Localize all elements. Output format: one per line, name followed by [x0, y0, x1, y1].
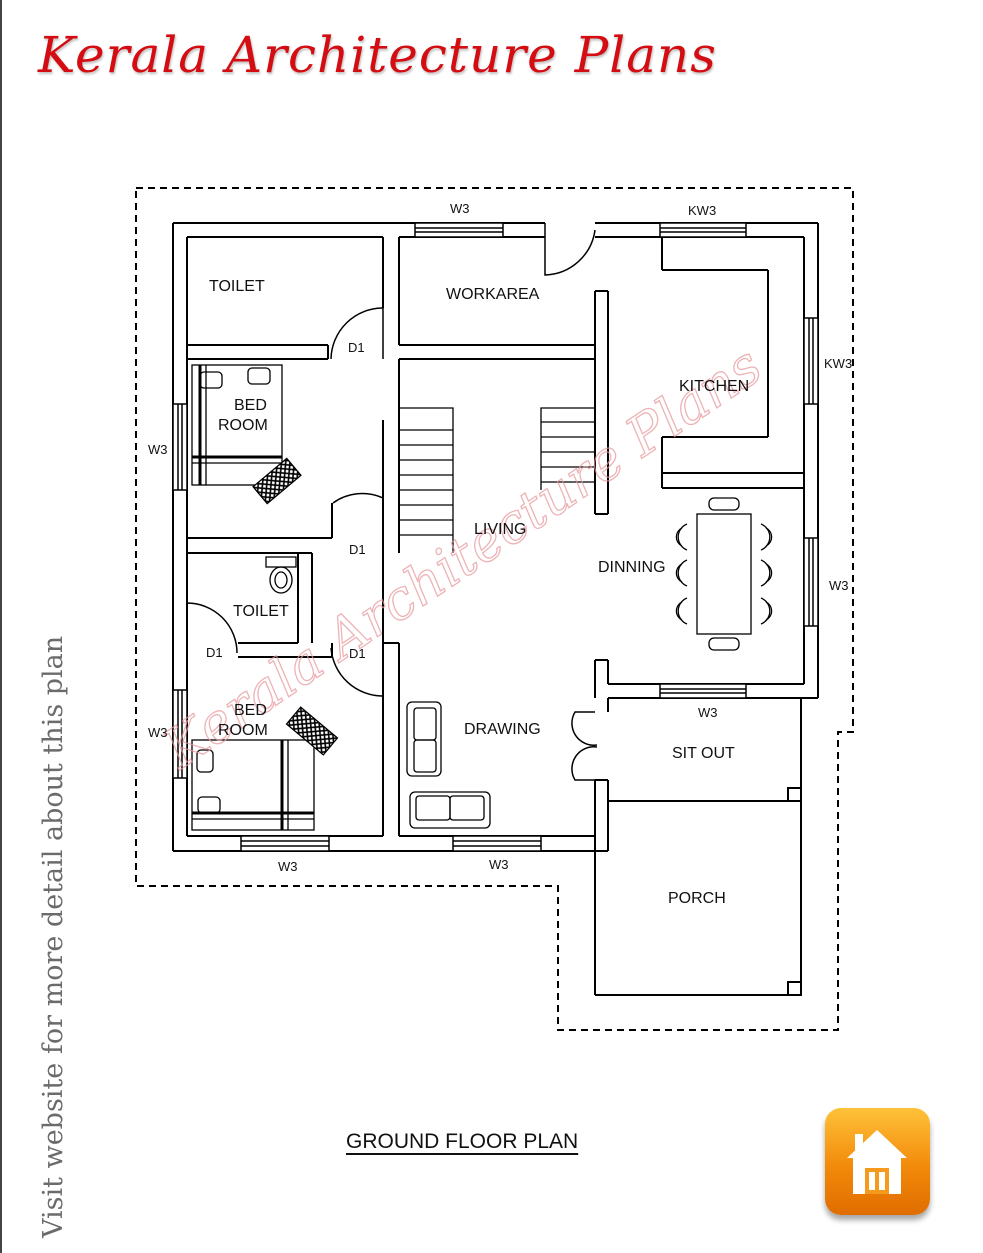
doors — [186, 223, 598, 781]
label-window-sitout: W3 — [698, 705, 718, 720]
label-sit-out: SIT OUT — [672, 745, 735, 762]
label-window-right: W3 — [829, 578, 849, 593]
home-button[interactable] — [825, 1108, 930, 1215]
label-window-left-1: W3 — [148, 442, 168, 457]
label-bedroom-2-line-1: BED — [234, 702, 267, 719]
brand-logo: Kerala Architecture Plans — [38, 26, 717, 84]
label-window-bottom-1: W3 — [278, 859, 298, 874]
label-toilet-2: TOILET — [233, 603, 289, 620]
label-kitchen-window-right: KW3 — [824, 356, 852, 371]
label-toilet-1: TOILET — [209, 278, 265, 295]
label-dinning: DINNING — [598, 559, 666, 576]
dining-table — [675, 497, 773, 651]
label-door-toilet-2: D1 — [206, 645, 223, 660]
label-workarea: WORKAREA — [446, 286, 540, 303]
label-kitchen-window-top: KW3 — [688, 203, 716, 218]
label-window-left-2: W3 — [148, 725, 168, 740]
label-porch: PORCH — [668, 890, 726, 907]
label-bedroom-2-line-2: ROOM — [218, 722, 268, 739]
staircase — [399, 407, 595, 553]
sofa-set — [406, 701, 491, 829]
label-bedroom-1-line-2: ROOM — [218, 417, 268, 434]
label-living: LIVING — [474, 521, 526, 538]
page-frame-border — [0, 0, 2, 1253]
toilet-fixture — [265, 556, 297, 594]
label-window-bottom-2: W3 — [489, 857, 509, 872]
label-door-bedroom-1: D1 — [349, 542, 366, 557]
bed-1 — [191, 364, 302, 505]
label-kitchen: KITCHEN — [679, 378, 749, 395]
plan-title: GROUND FLOOR PLAN — [346, 1130, 579, 1153]
windows — [172, 222, 819, 852]
label-door-toilet-1: D1 — [348, 340, 365, 355]
bed-2 — [191, 706, 339, 831]
plot-boundary — [135, 187, 854, 1031]
interior-walls — [187, 237, 818, 996]
label-door-bedroom-2: D1 — [349, 646, 366, 661]
label-drawing: DRAWING — [464, 721, 541, 738]
side-note: Visit website for more detail about this… — [38, 635, 69, 1238]
label-bedroom-1-line-1: BED — [234, 397, 267, 414]
label-window-top: W3 — [450, 201, 470, 216]
home-icon — [847, 1130, 907, 1194]
